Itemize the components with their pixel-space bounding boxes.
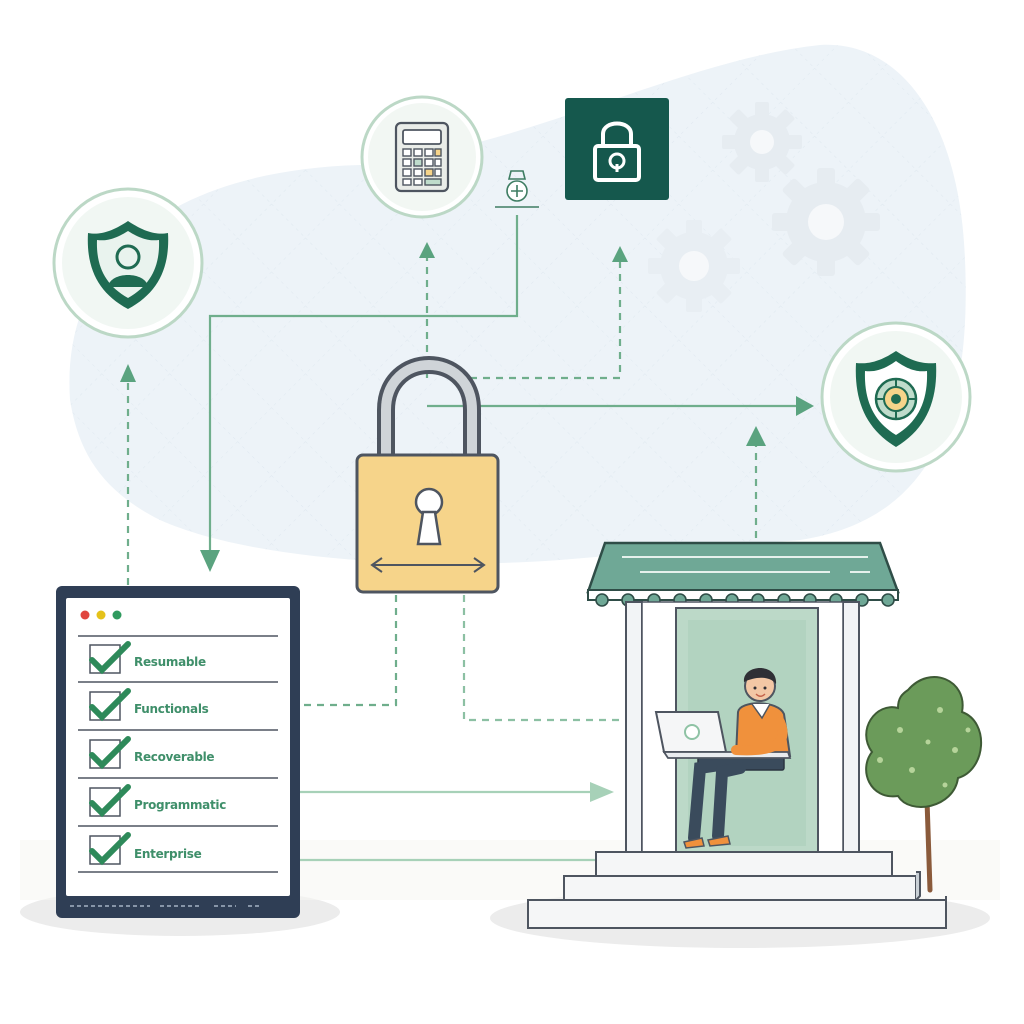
checklist-label: Programmatic bbox=[134, 798, 226, 812]
calculator-icon bbox=[360, 95, 484, 219]
lock-square-icon bbox=[565, 98, 669, 200]
checklist-item: Resumable bbox=[89, 641, 206, 675]
checklist-monitor: Resumable Functionals Recoverable Progra… bbox=[56, 586, 300, 918]
shield-emblem-icon bbox=[820, 321, 972, 473]
checklist-item: Functionals bbox=[89, 688, 209, 722]
checkmark-icon bbox=[89, 784, 131, 818]
network-node-icon bbox=[495, 170, 539, 208]
checkmark-icon bbox=[89, 832, 131, 866]
person-with-laptop bbox=[654, 668, 792, 849]
checkmark-icon bbox=[89, 641, 131, 675]
checklist-item: Programmatic bbox=[89, 784, 227, 818]
connector-padlock-to-building bbox=[462, 595, 628, 722]
window-dot-green bbox=[112, 610, 122, 620]
window-controls bbox=[80, 610, 122, 620]
checklist-item: Enterprise bbox=[89, 832, 202, 866]
connectors bbox=[120, 215, 814, 862]
checkmark-icon bbox=[89, 736, 131, 770]
padlock-icon bbox=[355, 356, 500, 594]
checklist-items: Resumable Functionals Recoverable Progra… bbox=[89, 641, 227, 866]
window-dot-red bbox=[80, 610, 90, 620]
checklist-label: Resumable bbox=[134, 655, 206, 669]
checklist-label: Recoverable bbox=[134, 750, 214, 764]
gear-icon bbox=[722, 102, 802, 182]
checklist-label: Functionals bbox=[134, 702, 209, 716]
tree bbox=[865, 676, 983, 893]
connector-padlock-to-monitor bbox=[300, 595, 398, 707]
checklist-label: Enterprise bbox=[134, 847, 202, 861]
checkmark-icon bbox=[89, 688, 131, 722]
window-dot-yellow bbox=[96, 610, 106, 620]
user-shield-icon bbox=[52, 187, 204, 339]
gear-icon bbox=[648, 220, 740, 312]
connector-node-to-monitor bbox=[208, 215, 519, 565]
checklist-item: Recoverable bbox=[89, 736, 215, 770]
connector-padlock-to-lock-square bbox=[470, 258, 622, 380]
gear-icon bbox=[772, 168, 880, 276]
